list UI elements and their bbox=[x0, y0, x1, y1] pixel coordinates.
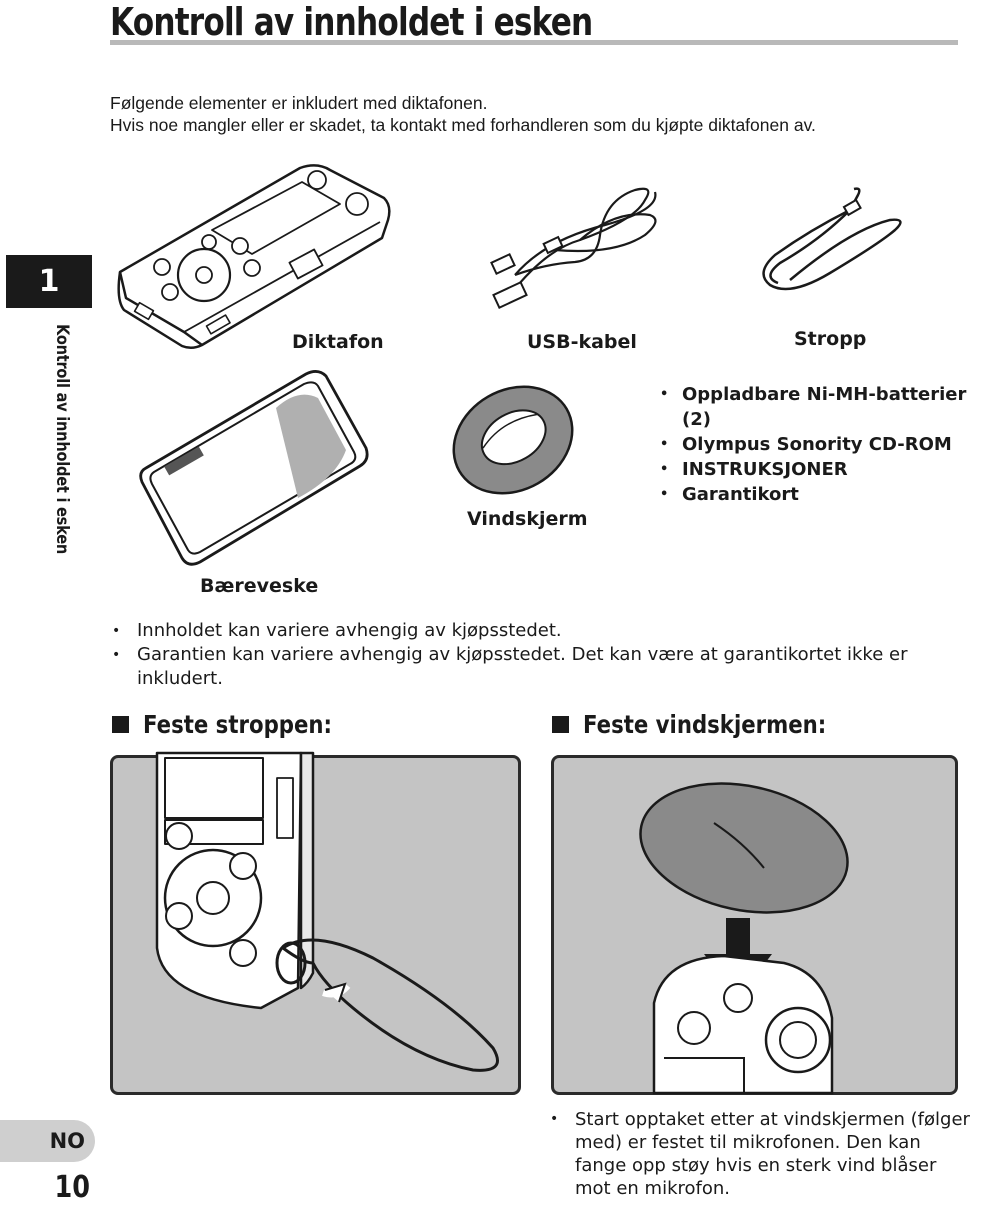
language-tab: NO bbox=[0, 1120, 95, 1162]
page-number: 10 bbox=[54, 1170, 90, 1205]
chapter-side-label-text: Kontroll av innholdet i esken bbox=[52, 324, 72, 555]
intro-line-1: Følgende elementer er inkludert med dikt… bbox=[110, 93, 488, 113]
strap-section-heading-text: Feste stroppen: bbox=[143, 710, 333, 739]
list-item: INSTRUKSJONER bbox=[660, 457, 982, 482]
windscreen-section-heading-text: Feste vindskjermen: bbox=[583, 710, 827, 739]
title-underline bbox=[110, 40, 958, 45]
case-illustration bbox=[139, 370, 369, 566]
windscreen-attach-panel bbox=[551, 755, 958, 1095]
label-strap: Stropp bbox=[794, 328, 867, 350]
windscreen-attach-illustration bbox=[639, 782, 849, 1095]
label-recorder: Diktafon bbox=[292, 331, 384, 353]
usb-cable-illustration bbox=[490, 187, 657, 310]
chapter-side-label: Kontroll av innholdet i esken bbox=[50, 324, 76, 590]
recorder-illustration bbox=[117, 164, 391, 349]
intro-line-2: Hvis noe mangler eller er skadet, ta kon… bbox=[110, 115, 816, 135]
strap-attach-panel bbox=[110, 751, 521, 1095]
windscreen-tip: Start opptaket etter at vindskjermen (fø… bbox=[550, 1108, 975, 1200]
tip-item: Start opptaket etter at vindskjermen (fø… bbox=[550, 1108, 975, 1200]
other-items-list: Oppladbare Ni-MH-batterier (2) Olympus S… bbox=[660, 382, 982, 507]
label-windscreen: Vindskjerm bbox=[467, 508, 588, 530]
strap-illustration bbox=[762, 187, 902, 291]
chapter-number-tab: 1 bbox=[6, 255, 92, 308]
heading-square-icon bbox=[112, 716, 129, 733]
windscreen-illustration bbox=[452, 385, 574, 495]
strap-attach-illustration bbox=[155, 751, 499, 1072]
list-item: Garantikort bbox=[660, 482, 982, 507]
list-item: Oppladbare Ni-MH-batterier (2) bbox=[660, 382, 982, 432]
page-title: Kontroll av innholdet i esken bbox=[110, 0, 593, 44]
label-case: Bæreveske bbox=[200, 575, 319, 597]
heading-square-icon bbox=[552, 716, 569, 733]
strap-section-heading: Feste stroppen: bbox=[112, 710, 365, 739]
intro-text: Følgende elementer er inkludert med dikt… bbox=[110, 92, 816, 136]
note-item: Innholdet kan variere avhengig av kjøpss… bbox=[112, 619, 927, 643]
label-usb-cable: USB-kabel bbox=[527, 331, 637, 353]
notes-list: Innholdet kan variere avhengig av kjøpss… bbox=[112, 619, 927, 691]
note-item: Garantien kan variere avhengig av kjøpss… bbox=[112, 643, 927, 691]
list-item: Olympus Sonority CD-ROM bbox=[660, 432, 982, 457]
windscreen-section-heading: Feste vindskjermen: bbox=[552, 710, 869, 739]
